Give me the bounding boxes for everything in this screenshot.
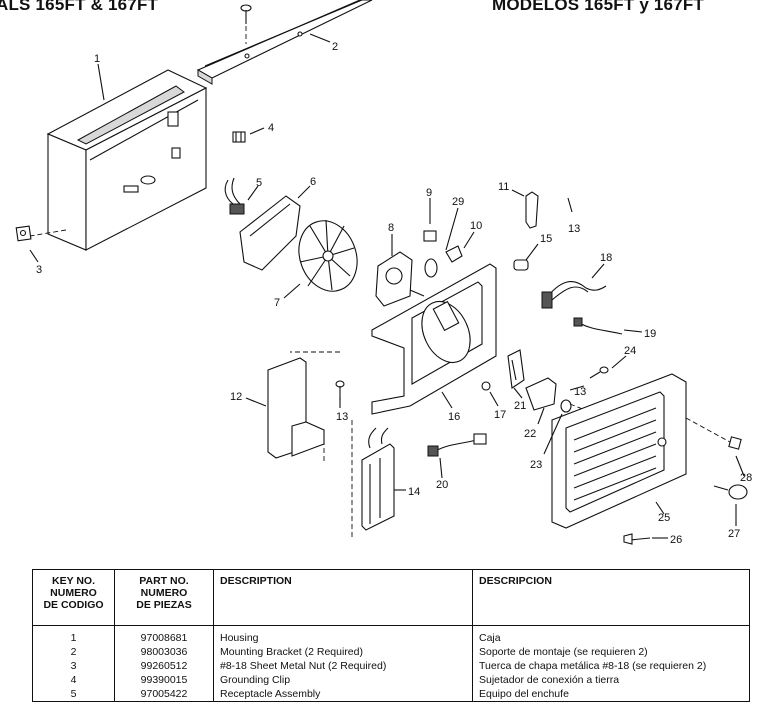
callout-13: 13 [574, 386, 586, 398]
part-number-cell: 99260512 [114, 659, 214, 673]
heating-element-part [351, 420, 395, 540]
strain-relief-part [513, 259, 529, 271]
key-number-cell: 2 [32, 645, 115, 659]
table-row: 5 97005422 Receptacle Assembly Equipo de… [32, 687, 750, 702]
leader-arrows [29, 33, 745, 539]
table-row: 2 98003036 Mounting Bracket (2 Required)… [32, 645, 750, 659]
callout-15: 15 [540, 233, 552, 245]
grommet-part [481, 381, 491, 391]
key-number-cell: 4 [32, 673, 115, 687]
callout-21: 21 [514, 400, 526, 412]
parts-list-table: KEY NO. NUMERO DE CODIGO PART NO. NUMERO… [32, 569, 750, 702]
key-number-cell: 5 [32, 687, 115, 702]
element-bracket-part [267, 357, 325, 462]
callout-22: 22 [524, 428, 536, 440]
callout-26: 26 [670, 534, 682, 546]
sheet-metal-nut-part [15, 225, 32, 242]
descripcion-cell: Sujetador de conexión a tierra [472, 673, 750, 687]
callout-10: 10 [470, 220, 482, 232]
table-row: 4 99390015 Grounding Clip Sujetador de c… [32, 673, 750, 687]
callout-18: 18 [600, 252, 612, 264]
screw-part [589, 366, 609, 379]
descripcion-cell: Soporte de montaje (se requieren 2) [472, 645, 750, 659]
description-cell: Grounding Clip [213, 673, 473, 687]
knob-insert-part [728, 436, 742, 450]
thermostat-part [507, 349, 525, 389]
descripcion-cell: Caja [472, 625, 750, 645]
callout-7: 7 [274, 297, 280, 309]
housing-part [29, 69, 208, 251]
descripcion-cell: Tuerca de chapa metálica #8-18 (se requi… [472, 659, 750, 673]
descripcion-header: DESCRIPCION [472, 569, 750, 626]
callout-20: 20 [436, 479, 448, 491]
callout-3: 3 [36, 264, 42, 276]
grounding-clip-part [232, 131, 246, 143]
table-row: 3 99260512 #8-18 Sheet Metal Nut (2 Requ… [32, 659, 750, 673]
page-title-english: ALS 165FT & 167FT [0, 0, 159, 14]
description-header: DESCRIPTION [213, 569, 473, 626]
part-number-cell: 99390015 [114, 673, 214, 687]
callout-12: 12 [230, 391, 242, 403]
callout-5: 5 [256, 177, 262, 189]
top-screw-part [240, 4, 252, 44]
table-row: 1 97008681 Housing Caja [32, 625, 750, 645]
exploded-parts-diagram: 1 2 3 4 5 6 7 8 9 29 10 11 13 15 18 19 2… [15, 0, 752, 546]
thermostat-bracket-part [525, 377, 557, 411]
control-knob-part [713, 484, 748, 500]
callout-labels: 1 2 3 4 5 6 7 8 9 29 10 11 13 15 18 19 2… [36, 41, 752, 546]
callout-4: 4 [268, 122, 274, 134]
callout-13: 13 [568, 223, 580, 235]
callout-19: 19 [644, 328, 656, 340]
callout-13: 13 [336, 411, 348, 423]
description-cell: #8-18 Sheet Metal Nut (2 Required) [213, 659, 473, 673]
wire-harness-part [541, 281, 623, 335]
screw-part [335, 380, 345, 400]
callout-23: 23 [530, 459, 542, 471]
grille-part [551, 373, 731, 529]
callout-14: 14 [408, 486, 420, 498]
callout-17: 17 [494, 409, 506, 421]
callout-28: 28 [740, 472, 752, 484]
thermal-cutoff-part [427, 433, 487, 457]
heater-backplate-part [290, 263, 497, 415]
receptacle-assembly-part [224, 177, 245, 215]
fan-baffle-part [239, 195, 301, 271]
key-number-cell: 1 [32, 625, 115, 645]
description-cell: Housing [213, 625, 473, 645]
description-cell: Mounting Bracket (2 Required) [213, 645, 473, 659]
key-number-cell: 3 [32, 659, 115, 673]
grille-screw-part [623, 533, 651, 545]
mounting-bracket-part [196, 0, 373, 85]
part-number-header: PART NO. NUMERO DE PIEZAS [114, 569, 214, 626]
part-number-cell: 97005422 [114, 687, 214, 702]
callout-29: 29 [452, 196, 464, 208]
callout-2: 2 [332, 41, 338, 53]
fan-blade-part [298, 219, 358, 292]
table-header-row: KEY NO. NUMERO DE CODIGO PART NO. NUMERO… [32, 569, 750, 626]
callout-24: 24 [624, 345, 636, 357]
part-number-cell: 98003036 [114, 645, 214, 659]
callout-8: 8 [388, 222, 394, 234]
motor-mount-small-parts [423, 230, 463, 278]
callout-27: 27 [728, 528, 740, 540]
description-cell: Receptacle Assembly [213, 687, 473, 702]
motor-part [375, 251, 425, 307]
callout-16: 16 [448, 411, 460, 423]
part-number-cell: 97008681 [114, 625, 214, 645]
control-bracket-part [525, 191, 539, 229]
callout-9: 9 [426, 187, 432, 199]
callout-11: 11 [498, 181, 509, 193]
callout-1: 1 [94, 53, 100, 65]
key-number-header: KEY NO. NUMERO DE CODIGO [32, 569, 115, 626]
descripcion-cell: Equipo del enchufe [472, 687, 750, 702]
callout-6: 6 [310, 176, 316, 188]
callout-25: 25 [658, 512, 670, 524]
page-title-spanish: MODELOS 165FT y 167FT [492, 0, 705, 14]
